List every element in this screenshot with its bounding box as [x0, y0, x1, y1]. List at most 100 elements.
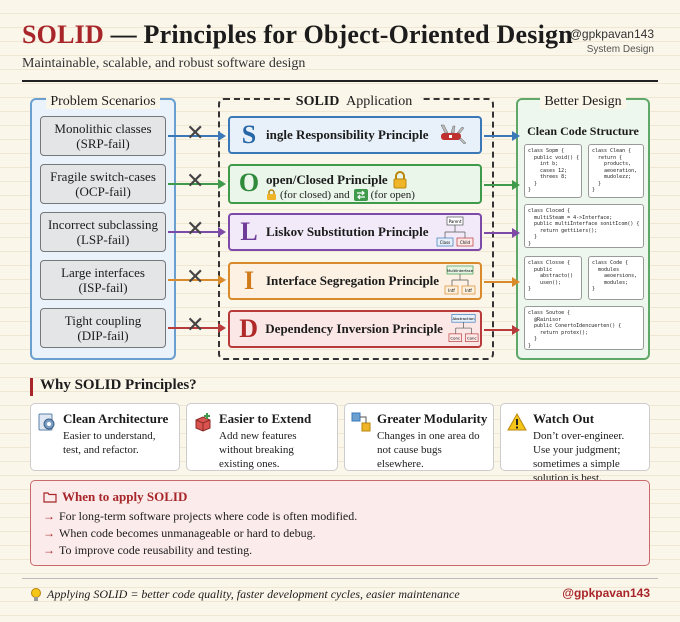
- l-parent-label: Parent: [448, 219, 461, 224]
- card-title: Clean Architecture: [63, 411, 169, 426]
- problem-ocp-line2: (OCP-fail): [75, 184, 131, 199]
- x-mark-icon: ✕: [186, 313, 205, 338]
- principle-name: open/Closed Principle: [266, 172, 388, 187]
- header-divider: [22, 80, 658, 82]
- problem-dip-line2: (DIP-fail): [77, 328, 129, 343]
- principle-srp: S ingle Responsibility Principle: [228, 116, 482, 154]
- principle-letter: O: [238, 168, 260, 197]
- principle-dip: D Dependency Inversion Principle Abstrac…: [228, 310, 482, 348]
- x-mark-icon: ✕: [186, 121, 205, 146]
- title-text: — Principles for Object-Oriented Design: [103, 20, 573, 49]
- modules-icon: [351, 412, 371, 432]
- problem-lsp-line2: (LSP-fail): [76, 232, 130, 247]
- code-snippet: class Code { modules aeoersions, modules…: [588, 256, 644, 300]
- arrow-d-out: [484, 325, 520, 335]
- extend-arrows-icon: [353, 189, 368, 201]
- lightbulb-icon: [31, 587, 41, 601]
- problem-dip: Tight coupling(DIP-fail): [40, 308, 166, 348]
- page-title: SOLID — Principles for Object-Oriented D…: [22, 20, 573, 50]
- card-desc: Don’t over-engineer. Use your judgment; …: [533, 430, 625, 484]
- problem-ocp: Fragile switch-cases(OCP-fail): [40, 164, 166, 204]
- code-snippet: class Sopm { public void() { int b; case…: [524, 144, 582, 198]
- when-item-text: When code becomes unmanageable or hard t…: [59, 526, 316, 540]
- code-snippet: class Clean { return { products, aeoerat…: [588, 144, 644, 198]
- problem-srp-line2: (SRP-fail): [76, 136, 130, 151]
- author-handle: @gpkpavan143 System Design: [570, 26, 654, 58]
- principle-name: ingle Responsibility Principle: [266, 127, 429, 142]
- card-clean-architecture: Clean Architecture Easier to understand,…: [30, 403, 180, 471]
- arrow-d: [168, 323, 226, 333]
- footer-handle: @gpkpavan143: [562, 586, 650, 600]
- problem-srp-line1: Monolithic classes: [54, 121, 152, 136]
- arrow-s: [168, 131, 226, 141]
- lock-closed-icon: [267, 189, 276, 200]
- problem-isp-line1: Large interfaces: [61, 265, 145, 280]
- principle-letter: S: [241, 120, 257, 149]
- problem-lsp: Incorrect subclassing(LSP-fail): [40, 212, 166, 252]
- section-accent-bar: [30, 378, 33, 396]
- i-intf-b-label: Intf: [465, 288, 472, 293]
- principle-letter: D: [239, 314, 259, 343]
- card-easier-to-extend: Easier to Extend Add new features withou…: [186, 403, 338, 471]
- gear-document-icon: [38, 413, 55, 431]
- arrow-o: [168, 179, 226, 189]
- handle-subtext: System Design: [586, 44, 654, 55]
- arrow-i-out: [484, 277, 520, 287]
- principle-letter: L: [240, 217, 258, 246]
- problem-isp-line2: (ISP-fail): [78, 280, 128, 295]
- handle-text: @gpkpavan143: [569, 27, 654, 41]
- l-child-label: Child: [460, 240, 471, 245]
- abstraction-diagram-icon: Abstraction Conc Conc: [448, 314, 479, 342]
- problem-ocp-line1: Fragile switch-cases: [50, 169, 156, 184]
- arrow-s-out: [484, 131, 520, 141]
- solid-application-title-bold: SOLID: [295, 94, 340, 109]
- when-title: When to apply SOLID: [62, 489, 188, 504]
- arrow-l: [168, 227, 226, 237]
- arrow-o-out: [484, 180, 520, 190]
- code-snippet: class Soutoe { @Rainisor public ConertoI…: [524, 306, 644, 350]
- i-multi-label: MultiInterface: [447, 268, 474, 273]
- d-conc-left-label: Conc: [450, 336, 460, 341]
- title-highlight: SOLID: [22, 20, 104, 49]
- arrow-l-out: [484, 228, 520, 238]
- principle-ocp: O open/Closed Principle (for closed) and…: [228, 164, 482, 204]
- when-item: →To improve code reusability and testing…: [43, 543, 253, 557]
- principle-isp: I Interface Segregation Principle MultiI…: [228, 262, 482, 300]
- interface-split-icon: MultiInterface Intf Intf: [444, 265, 476, 295]
- code-snippet: class Closse { public abstracto() usen()…: [524, 256, 582, 300]
- problem-isp: Large interfaces(ISP-fail): [40, 260, 166, 300]
- problem-dip-line1: Tight coupling: [64, 313, 142, 328]
- cube-plus-icon: [195, 413, 211, 432]
- footer-text: Applying SOLID = better code quality, fa…: [47, 587, 460, 601]
- folder-icon: [43, 492, 57, 503]
- card-desc: Changes in one area do not cause bugs el…: [377, 430, 480, 470]
- x-mark-icon: ✕: [186, 265, 205, 290]
- card-desc: Easier to understand, test, and refactor…: [63, 430, 156, 456]
- when-item-text: To improve code reusability and testing.: [59, 543, 253, 557]
- when-item: →When code becomes unmanageable or hard …: [43, 526, 316, 540]
- footer-divider: [22, 578, 658, 579]
- card-title: Greater Modularity: [377, 411, 488, 426]
- problem-srp: Monolithic classes(SRP-fail): [40, 116, 166, 156]
- solid-application-title: SOLID Application: [291, 94, 421, 109]
- x-mark-icon: ✕: [186, 169, 205, 194]
- swiss-knife-icon: [440, 124, 466, 145]
- problem-scenarios-title: Problem Scenarios: [46, 94, 160, 109]
- clean-code-title: Clean Code Structure: [527, 124, 639, 138]
- arrow-i: [168, 275, 226, 285]
- card-title: Watch Out: [533, 411, 595, 426]
- when-item: →For long-term software projects where c…: [43, 509, 358, 523]
- better-design-title: Better Design: [540, 94, 626, 109]
- l-class-label: Class: [439, 240, 450, 245]
- card-greater-modularity: Greater Modularity Changes in one area d…: [344, 403, 494, 471]
- solid-application-title-rest: Application: [339, 94, 417, 109]
- principle-letter: I: [243, 266, 255, 295]
- lock-icon: [393, 171, 407, 189]
- d-abstraction-label: Abstraction: [452, 316, 475, 321]
- why-solid-title: Why SOLID Principles?: [40, 377, 197, 393]
- x-mark-icon: ✕: [186, 217, 205, 242]
- card-title: Easier to Extend: [219, 411, 312, 426]
- card-watch-out: Watch Out Don’t over-engineer. Use your …: [500, 403, 650, 484]
- warning-icon: [507, 412, 527, 431]
- principle-sub-closed: (for closed) and: [280, 189, 350, 201]
